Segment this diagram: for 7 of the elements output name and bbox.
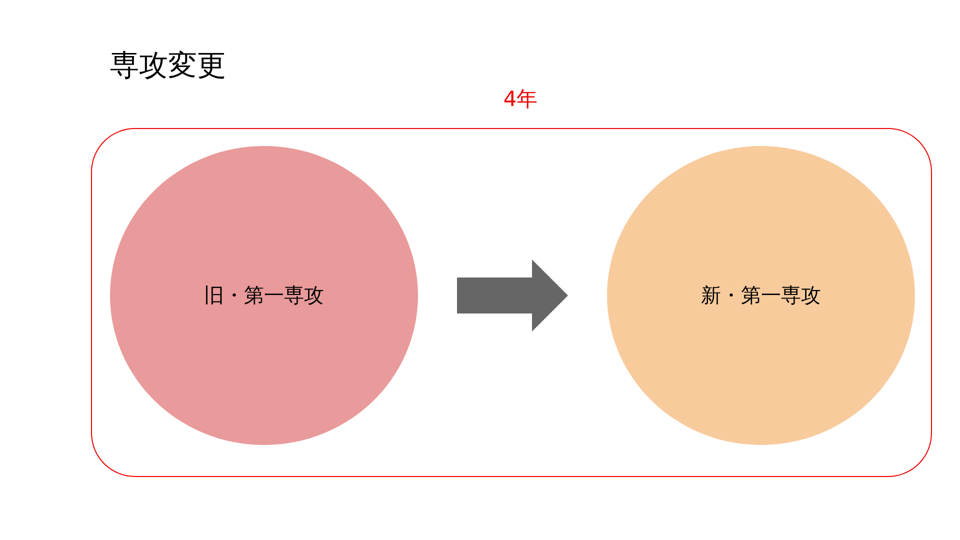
circle-label: 新・第一専攻: [701, 282, 821, 309]
circle-shape: [607, 146, 915, 445]
title: 専攻変更: [110, 47, 226, 84]
block-arrow: [457, 260, 568, 332]
frame-heading: 4年: [503, 87, 538, 111]
circle-label: 旧・第一専攻: [204, 282, 324, 309]
circle-shape: [110, 146, 418, 445]
